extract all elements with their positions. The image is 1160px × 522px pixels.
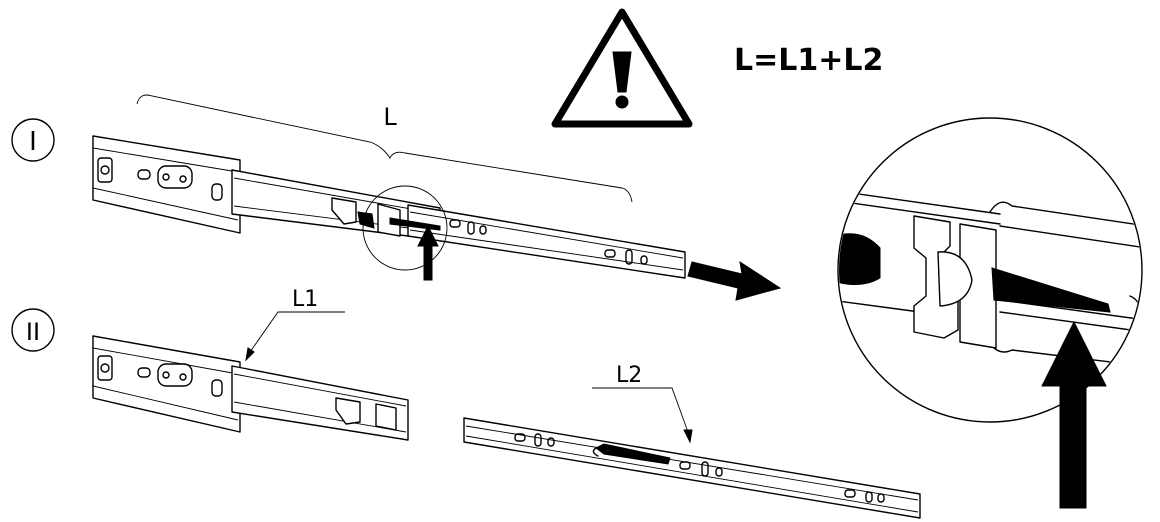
step-2-label: II bbox=[26, 318, 40, 346]
warning-triangle-icon bbox=[551, 8, 693, 128]
pull-out-arrow-icon bbox=[687, 260, 782, 301]
push-up-arrow-large-icon bbox=[1041, 320, 1107, 509]
dimension-brace-l: L bbox=[136, 94, 633, 203]
detail-zoom-view bbox=[837, 117, 1143, 509]
slide-inner-section bbox=[463, 417, 921, 519]
push-up-arrow-small-icon bbox=[417, 224, 439, 281]
dimension-leader-l1: L1 bbox=[245, 287, 345, 362]
step-1-label: I bbox=[29, 127, 37, 157]
dimension-label-l1: L1 bbox=[292, 287, 318, 312]
step-1-marker: I bbox=[11, 118, 55, 162]
dimension-label-l2: L2 bbox=[616, 363, 642, 388]
detail-callout-circle bbox=[362, 185, 448, 271]
slide-assembled bbox=[92, 135, 686, 279]
slide-outer-section bbox=[92, 335, 409, 441]
length-equation: L=L1+L2 bbox=[734, 43, 883, 78]
dimension-leader-l2: L2 bbox=[592, 363, 693, 444]
step-2-marker: II bbox=[11, 308, 55, 352]
dimension-label-l: L bbox=[383, 103, 397, 131]
